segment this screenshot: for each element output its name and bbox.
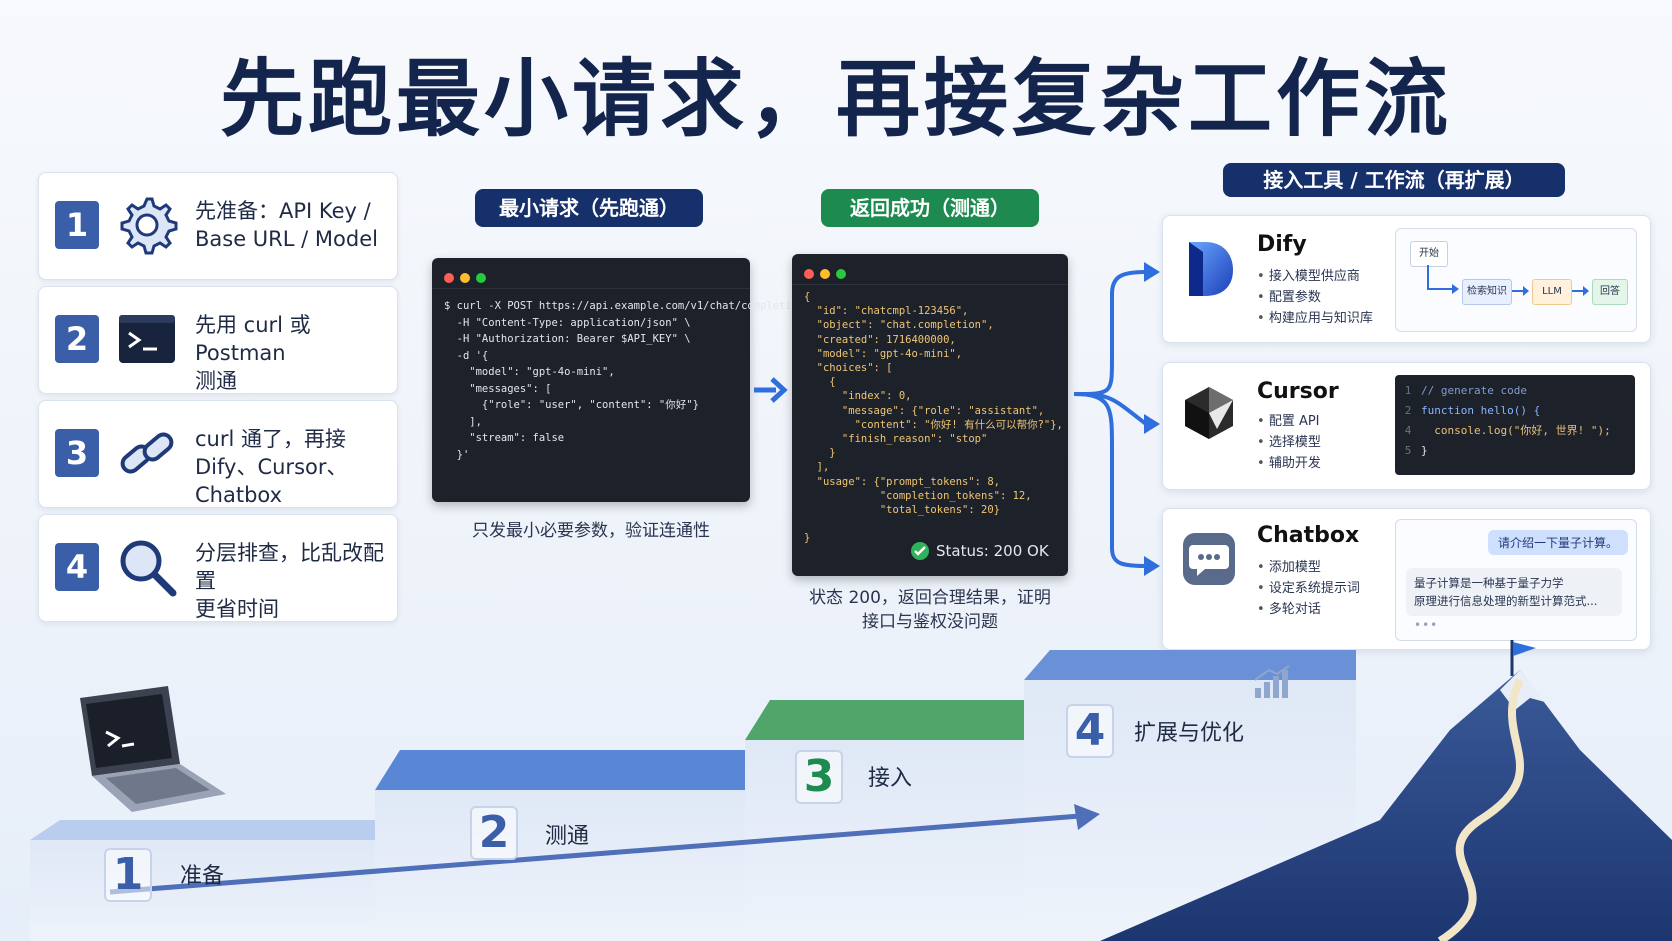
step-text: 先用 curl 或 Postman 测通 [195, 313, 311, 393]
magnifier-icon [120, 540, 177, 597]
dify-name: Dify [1257, 232, 1307, 257]
status-text: Status: 200 OK [936, 542, 1049, 560]
list-item: 设定系统提示词 [1257, 578, 1360, 599]
minimize-dot-icon [460, 273, 470, 283]
list-item: 辅助开发 [1257, 453, 1321, 474]
chatbox-name: Chatbox [1257, 523, 1360, 548]
step-text: 分层排查，比乱改配置 更省时间 [195, 541, 384, 621]
response-code: { "id": "chatcmpl-123456", "object": "ch… [804, 291, 1063, 545]
step-card-4: 4 分层排查，比乱改配置 更省时间 [38, 514, 398, 622]
flow-connector [1427, 265, 1459, 294]
code-line: function hello() { [1421, 404, 1541, 417]
dify-logo-icon [1189, 242, 1233, 296]
check-circle-icon [911, 542, 929, 560]
stair-number-3: 3 [795, 750, 843, 804]
step-card-2: 2 先用 curl 或 Postman 测通 [38, 286, 398, 394]
stair-number-1: 1 [104, 848, 152, 902]
close-dot-icon [444, 273, 454, 283]
cursor-card: Cursor 配置 API 选择模型 辅助开发 1 // generate cod… [1162, 362, 1651, 490]
stair-label-2: 测通 [545, 824, 590, 849]
code-line: // generate code [1421, 384, 1527, 397]
code-line: } [1421, 444, 1428, 457]
response-terminal: { "id": "chatcmpl-123456", "object": "ch… [792, 254, 1068, 576]
line-number: 1 [1404, 384, 1412, 397]
step-number: 4 [55, 543, 99, 591]
line-number: 4 [1404, 424, 1412, 437]
status-badge: Status: 200 OK [910, 540, 1049, 562]
line-number: 2 [1404, 404, 1412, 417]
list-item: 接入模型供应商 [1257, 266, 1373, 287]
flow-arrow-icon [1512, 286, 1529, 296]
flow-node-answer: 回答 [1592, 279, 1628, 305]
stair-label-4: 扩展与优化 [1134, 721, 1245, 746]
step-card-1: 1 先准备：API Key / Base URL / Model [38, 172, 398, 280]
flow-node-llm: LLM [1532, 279, 1572, 305]
response-caption: 状态 200，返回合理结果，证明 接口与鉴权没问题 [809, 588, 1051, 632]
stair-label-3: 接入 [868, 766, 913, 791]
chatbox-chat-preview: 请介绍一下量子计算。 量子计算是一种基于量子力学 原理进行信息处理的新型计算范式… [1395, 519, 1637, 641]
step-number: 1 [55, 201, 99, 249]
dify-workflow-preview: 开始 检索知识 LLM 回答 [1395, 228, 1637, 332]
step-card-3: 3 curl 通了，再接 Dify、Cursor、Chatbox [38, 400, 398, 508]
line-number: 5 [1404, 444, 1412, 457]
list-item: 选择模型 [1257, 432, 1321, 453]
maximize-dot-icon [476, 273, 486, 283]
dify-features: 接入模型供应商 配置参数 构建应用与知识库 [1257, 266, 1373, 329]
request-caption: 只发最小必要参数，验证连通性 [472, 521, 710, 541]
code-line: console.log("你好, 世界! "); [1421, 424, 1611, 437]
response-label: 返回成功（测通） [821, 189, 1039, 227]
cursor-name: Cursor [1257, 379, 1339, 404]
minimize-dot-icon [820, 269, 830, 279]
assistant-message: 量子计算是一种基于量子力学 原理进行信息处理的新型计算范式... [1406, 568, 1622, 616]
user-message: 请介绍一下量子计算。 [1487, 530, 1628, 555]
arrow-right-icon [754, 377, 788, 403]
link-icon [120, 432, 174, 474]
chatbox-logo-icon [1183, 533, 1235, 585]
gear-icon [120, 197, 178, 255]
chatbox-features: 添加模型 设定系统提示词 多轮对话 [1257, 557, 1360, 620]
stair-label-1: 准备 [180, 864, 225, 889]
staircase-scene [30, 640, 1672, 941]
list-item: 添加模型 [1257, 557, 1360, 578]
flow-node-start: 开始 [1410, 241, 1448, 267]
typing-indicator: ••• [1414, 618, 1439, 632]
flow-node-retrieve: 检索知识 [1462, 279, 1512, 305]
step-number: 2 [55, 315, 99, 363]
tools-label: 接入工具 / 工作流（再扩展） [1223, 163, 1565, 197]
dify-card: Dify 接入模型供应商 配置参数 构建应用与知识库 开始 检索知识 LLM 回… [1162, 215, 1651, 343]
terminal-titlebar [792, 254, 1068, 285]
min-request-label: 最小请求（先跑通） [475, 189, 703, 227]
terminal-icon [119, 315, 175, 363]
list-item: 配置 API [1257, 411, 1321, 432]
step-text: curl 通了，再接 Dify、Cursor、Chatbox [195, 427, 348, 507]
chatbox-card: Chatbox 添加模型 设定系统提示词 多轮对话 请介绍一下量子计算。 量子计… [1162, 508, 1651, 650]
list-item: 多轮对话 [1257, 599, 1360, 620]
message-line: 量子计算是一种基于量子力学 [1414, 576, 1564, 590]
maximize-dot-icon [836, 269, 846, 279]
flow-arrow-icon [1572, 286, 1589, 296]
stair-number-4: 4 [1066, 704, 1114, 758]
request-terminal: $ curl -X POST https://api.example.com/v… [432, 258, 823, 502]
step-number: 3 [55, 429, 99, 477]
close-dot-icon [804, 269, 814, 279]
list-item: 构建应用与知识库 [1257, 308, 1373, 329]
page-title: 先跑最小请求，再接复杂工作流 [219, 50, 1452, 148]
list-item: 配置参数 [1257, 287, 1373, 308]
cursor-features: 配置 API 选择模型 辅助开发 [1257, 411, 1321, 474]
terminal-titlebar [432, 258, 750, 289]
branch-arrows [1073, 262, 1160, 576]
cursor-logo-icon [1185, 387, 1233, 439]
message-line: 原理进行信息处理的新型计算范式... [1414, 594, 1598, 608]
stair-number-2: 2 [470, 806, 518, 860]
step-text: 先准备：API Key / Base URL / Model [195, 199, 378, 251]
request-code: $ curl -X POST https://api.example.com/v… [444, 300, 824, 461]
